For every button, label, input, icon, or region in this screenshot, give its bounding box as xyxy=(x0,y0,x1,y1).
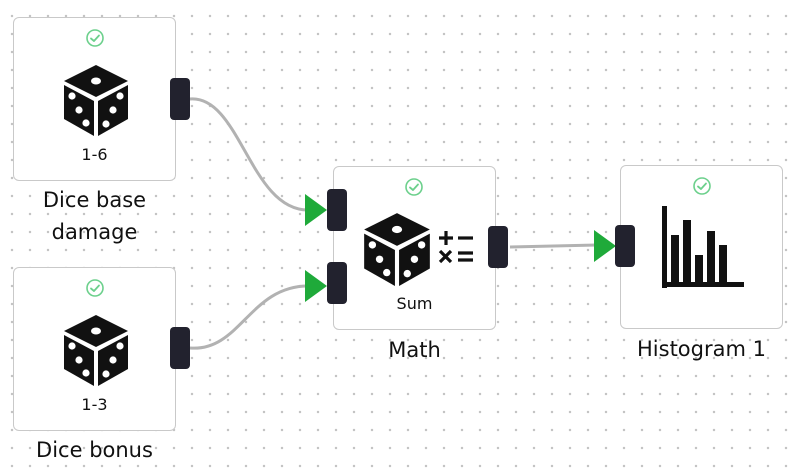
edge-math-to-histogram[interactable] xyxy=(509,243,598,249)
check-circle-icon xyxy=(86,29,104,47)
node-title: Dice bonus xyxy=(36,438,153,462)
node-dice-base-damage[interactable]: 1-6 xyxy=(13,17,176,181)
node-title-line2: damage xyxy=(51,220,138,244)
dice-icon xyxy=(64,65,128,136)
value-label: 1-6 xyxy=(81,145,108,164)
node-title: Math xyxy=(388,338,441,362)
check-circle-icon xyxy=(405,178,423,196)
node-title-line1: Dice base xyxy=(42,188,147,212)
input-port[interactable] xyxy=(615,225,635,267)
input-arrow-icon xyxy=(305,270,327,302)
check-circle-icon xyxy=(693,177,711,195)
node-title: Histogram 1 xyxy=(637,337,766,361)
input-arrow-icon xyxy=(305,194,327,226)
output-port[interactable] xyxy=(170,327,190,369)
dice-icon xyxy=(64,315,128,386)
input-port[interactable] xyxy=(327,189,347,231)
edge-dice-base-to-math[interactable] xyxy=(189,97,309,212)
bar-chart-icon xyxy=(662,206,744,288)
value-label: 1-3 xyxy=(81,395,108,414)
dice-icon xyxy=(364,213,430,286)
input-port[interactable] xyxy=(327,262,347,304)
output-port[interactable] xyxy=(170,78,190,120)
node-dice-bonus[interactable]: 1-3 xyxy=(13,267,176,431)
check-circle-icon xyxy=(86,279,104,297)
node-histogram[interactable] xyxy=(620,165,783,329)
node-title: Dice base damage xyxy=(13,184,176,248)
node-math[interactable]: Sum xyxy=(333,166,496,330)
edge-dice-bonus-to-math[interactable] xyxy=(189,284,309,350)
operation-label: Sum xyxy=(396,294,433,313)
output-port[interactable] xyxy=(488,226,508,268)
math-operators-icon xyxy=(438,231,473,264)
input-arrow-icon xyxy=(594,230,616,262)
